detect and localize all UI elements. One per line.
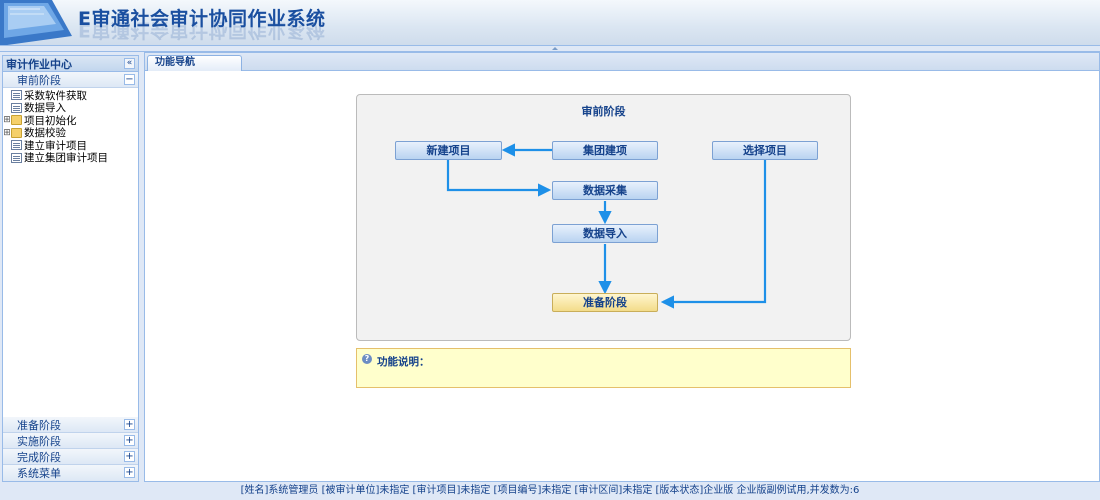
west-panel-header: 审计作业中心 « <box>3 56 138 72</box>
folder-icon <box>11 127 22 138</box>
tree-item-label: 数据校验 <box>24 127 66 140</box>
data-collect-button[interactable]: 数据采集 <box>552 181 658 200</box>
accordion-section-label: 准备阶段 <box>17 418 61 432</box>
app-title-reflection: E审通社会审计协同作业系统 <box>78 19 326 41</box>
doc-icon <box>11 140 22 151</box>
info-icon: ? <box>362 354 372 364</box>
west-panel-title: 审计作业中心 <box>6 57 72 71</box>
tree-item-label: 数据导入 <box>24 102 66 115</box>
accordion-section-label: 审前阶段 <box>17 73 61 87</box>
tree-item-software-acquisition[interactable]: 采数软件获取 <box>3 89 138 102</box>
accordion-section-label: 完成阶段 <box>17 450 61 464</box>
arrow-new-to-collect <box>446 160 552 197</box>
splitter-collapse-icon[interactable] <box>552 47 558 50</box>
accordion-section-label: 系统菜单 <box>17 467 61 480</box>
center-panel: 功能导航 审前阶段 新建项目 集团建项 选择项目 数据采集 数据导入 准备阶段 <box>144 52 1100 482</box>
tab-strip: 功能导航 <box>145 53 1099 71</box>
function-description-box: ? 功能说明： <box>356 348 851 388</box>
expand-icon[interactable]: ⊞ <box>3 115 11 126</box>
expand-icon[interactable]: ⊞ <box>3 127 11 138</box>
logo-icon <box>0 0 72 45</box>
accordion-collapsed-sections: 准备阶段 + 实施阶段 + 完成阶段 + 系统菜单 + <box>3 417 138 481</box>
status-bar: [姓名]系统管理员 [被审计单位]未指定 [审计项目]未指定 [项目编号]未指定… <box>0 483 1100 500</box>
tree-item-label: 项目初始化 <box>24 114 77 127</box>
select-project-button[interactable]: 选择项目 <box>712 141 818 160</box>
tree-item-create-audit-project[interactable]: 建立审计项目 <box>3 139 138 152</box>
folder-icon <box>11 115 22 126</box>
collapse-west-button[interactable]: « <box>124 58 135 69</box>
accordion-section-label: 实施阶段 <box>17 434 61 448</box>
tree-item-create-group-project[interactable]: 建立集团审计项目 <box>3 152 138 165</box>
top-splitter[interactable] <box>0 46 1100 52</box>
data-import-button[interactable]: 数据导入 <box>552 224 658 243</box>
function-description-label: 功能说明： <box>377 356 430 368</box>
accordion-section-prepare[interactable]: 准备阶段 + <box>3 417 138 433</box>
west-panel: 审计作业中心 « 审前阶段 − 采数软件获取 数据导入 ⊞ 项目初始化 ⊞ 数据… <box>2 55 139 482</box>
tree-item-label: 采数软件获取 <box>24 89 87 102</box>
app-title: E审通社会审计协同作业系统 <box>78 8 326 30</box>
prepare-stage-button[interactable]: 准备阶段 <box>552 293 658 312</box>
expand-section-button[interactable]: + <box>124 435 135 446</box>
navigation-tree: 采数软件获取 数据导入 ⊞ 项目初始化 ⊞ 数据校验 建立审计项目 建立集团审计… <box>3 88 138 165</box>
accordion-section-implement[interactable]: 实施阶段 + <box>3 433 138 449</box>
tree-item-label: 建立审计项目 <box>24 139 87 152</box>
expand-section-button[interactable]: + <box>124 451 135 462</box>
collapse-section-button[interactable]: − <box>124 74 135 85</box>
group-project-button[interactable]: 集团建项 <box>552 141 658 160</box>
expand-section-button[interactable]: + <box>124 467 135 478</box>
tree-item-data-import[interactable]: 数据导入 <box>3 102 138 115</box>
new-project-button[interactable]: 新建项目 <box>395 141 502 160</box>
flow-diagram-box: 审前阶段 新建项目 集团建项 选择项目 数据采集 数据导入 准备阶段 <box>356 94 851 341</box>
accordion-section-system-menu[interactable]: 系统菜单 + <box>3 465 138 481</box>
tree-item-label: 建立集团审计项目 <box>24 152 108 165</box>
flow-title: 审前阶段 <box>581 105 626 118</box>
app-header: E审通社会审计协同作业系统 E审通社会审计协同作业系统 <box>0 0 1100 46</box>
accordion-section-complete[interactable]: 完成阶段 + <box>3 449 138 465</box>
accordion-section-pre-audit[interactable]: 审前阶段 − <box>3 72 138 88</box>
arrow-select-to-prepare <box>660 160 767 309</box>
doc-icon <box>11 152 22 163</box>
doc-icon <box>11 102 22 113</box>
expand-section-button[interactable]: + <box>124 419 135 430</box>
tab-function-navigation[interactable]: 功能导航 <box>147 55 242 71</box>
doc-icon <box>11 90 22 101</box>
tree-item-project-init[interactable]: ⊞ 项目初始化 <box>3 114 138 127</box>
tree-item-data-validation[interactable]: ⊞ 数据校验 <box>3 127 138 140</box>
flow-arrows <box>446 143 767 309</box>
